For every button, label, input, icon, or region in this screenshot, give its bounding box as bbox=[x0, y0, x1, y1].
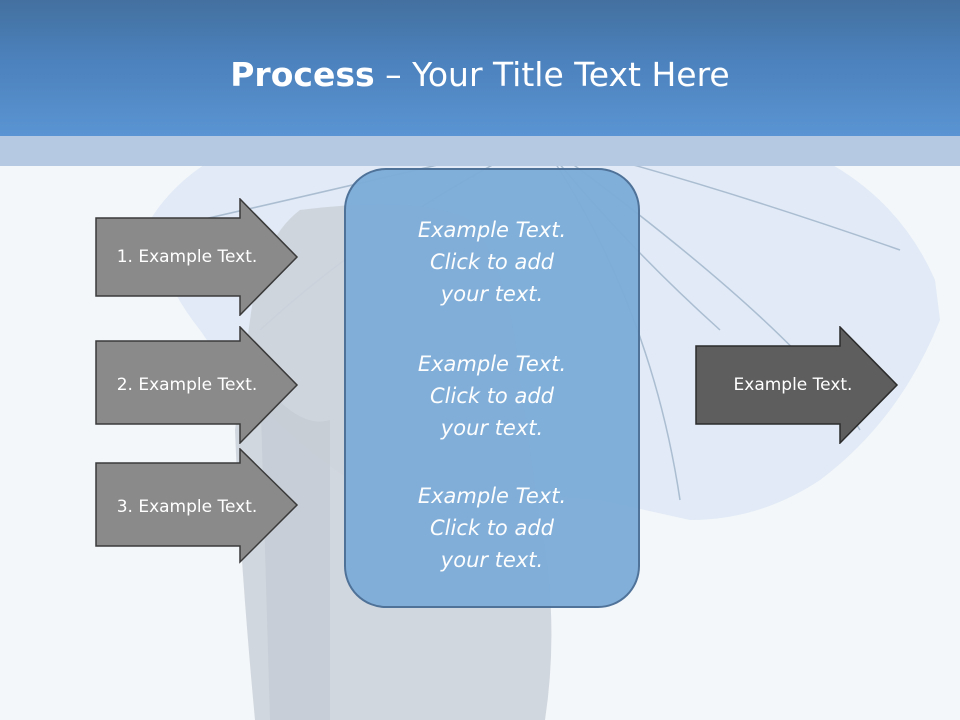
arrow-right-icon bbox=[695, 326, 899, 444]
center-line: your text. bbox=[440, 416, 544, 440]
step-arrow-2[interactable]: 2. Example Text. bbox=[95, 326, 300, 444]
center-line: Example Text. bbox=[417, 218, 567, 242]
title-rest: – Your Title Text Here bbox=[374, 55, 730, 94]
page-title[interactable]: Process – Your Title Text Here bbox=[0, 54, 960, 96]
step-arrow-3[interactable]: 3. Example Text. bbox=[95, 448, 300, 566]
step-arrow-1[interactable]: 1. Example Text. bbox=[95, 198, 300, 316]
center-line: your text. bbox=[440, 548, 544, 572]
center-line: Example Text. bbox=[417, 352, 567, 376]
output-label: Example Text. bbox=[733, 375, 853, 395]
center-line: Click to add bbox=[429, 384, 554, 408]
output-arrow[interactable]: Example Text. bbox=[695, 326, 900, 444]
step-label: 2. Example Text. bbox=[116, 375, 258, 395]
center-text-block-2[interactable]: Example Text. Click to add your text. bbox=[346, 348, 638, 444]
title-bar: Process – Your Title Text Here bbox=[0, 0, 960, 136]
arrow-right-icon bbox=[95, 326, 299, 444]
center-line: your text. bbox=[440, 282, 544, 306]
step-label: 3. Example Text. bbox=[116, 497, 258, 517]
center-line: Example Text. bbox=[417, 484, 567, 508]
center-line: Click to add bbox=[429, 516, 554, 540]
title-bold: Process bbox=[230, 55, 375, 94]
arrow-right-icon bbox=[95, 198, 299, 316]
center-line: Click to add bbox=[429, 250, 554, 274]
center-content-box[interactable]: Example Text. Click to add your text. Ex… bbox=[344, 168, 640, 608]
title-sub-band bbox=[0, 136, 960, 166]
center-text-block-3[interactable]: Example Text. Click to add your text. bbox=[346, 480, 638, 576]
center-text-block-1[interactable]: Example Text. Click to add your text. bbox=[346, 214, 638, 310]
arrow-right-icon bbox=[95, 448, 299, 564]
step-label: 1. Example Text. bbox=[116, 247, 258, 267]
